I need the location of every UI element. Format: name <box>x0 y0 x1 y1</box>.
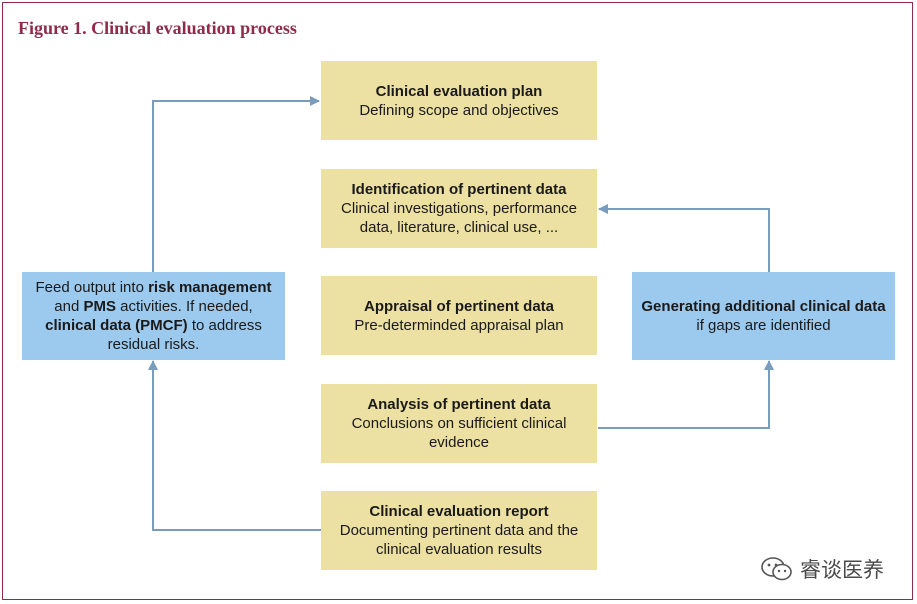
step-analysis-of-pertinent-data: Analysis of pertinent data Conclusions o… <box>321 384 597 463</box>
figure-title: Figure 1. Clinical evaluation process <box>18 18 297 38</box>
step-title: Identification of pertinent data <box>351 181 567 198</box>
step-desc: data, literature, clinical use, ... <box>359 219 559 236</box>
feed-output-line-4: residual risks. <box>107 336 200 353</box>
step-clinical-evaluation-plan: Clinical evaluation plan Defining scope … <box>321 61 597 140</box>
feed-output-line-1: Feed output into risk management <box>35 279 272 296</box>
step-desc: clinical evaluation results <box>376 541 542 558</box>
watermark-text: 睿谈医养 <box>800 558 884 582</box>
step-identification-of-pertinent-data: Identification of pertinent data Clinica… <box>321 169 597 248</box>
step-title: Appraisal of pertinent data <box>363 297 555 315</box>
step-title: Clinical evaluation plan <box>375 82 543 100</box>
step-title: Analysis of pertinent data <box>367 396 551 413</box>
step-desc: evidence <box>428 434 490 451</box>
step-desc: Documenting pertinent data and the <box>339 522 579 539</box>
step-desc: Conclusions on sufficient clinical <box>351 415 567 432</box>
step-desc: Clinical investigations, performance <box>341 200 577 217</box>
generating-additional-data-box: Generating additional clinical data if g… <box>632 272 895 360</box>
step-desc: Pre-determinded appraisal plan <box>354 316 564 334</box>
watermark: 睿谈医养 <box>756 552 888 586</box>
wechat-icon <box>761 557 792 581</box>
step-clinical-evaluation-report: Clinical evaluation report Documenting p… <box>321 491 597 570</box>
feed-output-line-3: clinical data (PMCF) to address <box>45 317 262 334</box>
step-title: Clinical evaluation report <box>369 503 549 520</box>
step-appraisal-of-pertinent-data: Appraisal of pertinent data Pre-determin… <box>321 276 597 355</box>
feed-output-box: Feed output into risk management and PMS… <box>22 272 285 360</box>
feed-output-line-2: and PMS activities. If needed, <box>54 298 253 315</box>
generating-desc: if gaps are identified <box>696 317 831 334</box>
step-desc: Defining scope and objectives <box>359 101 559 119</box>
generating-title: Generating additional clinical data <box>641 298 886 315</box>
